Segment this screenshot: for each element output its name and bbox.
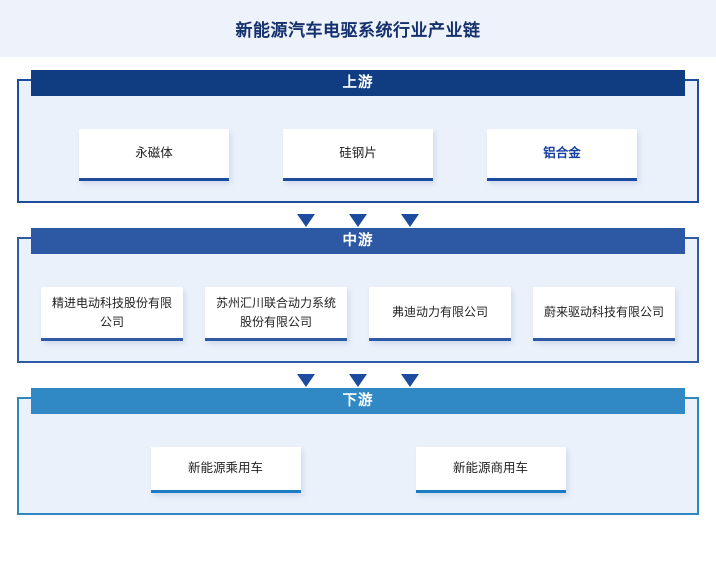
triangle-down-icon bbox=[349, 373, 367, 387]
section-body-downstream: 下游 新能源乘用车 新能源商用车 bbox=[17, 388, 699, 515]
connector-arrows-midstream-to-downstream bbox=[0, 363, 716, 397]
triangle-down-icon bbox=[349, 213, 367, 227]
connector-arrows-upstream-to-midstream bbox=[0, 203, 716, 237]
chain-item-card[interactable]: 弗迪动力有限公司 bbox=[369, 287, 511, 341]
triangle-down-icon bbox=[297, 373, 315, 387]
section-body-midstream: 中游 精进电动科技股份有限公司 苏州汇川联合动力系统股份有限公司 弗迪动力有限公… bbox=[17, 228, 699, 363]
chain-item-card[interactable]: 新能源商用车 bbox=[415, 447, 566, 493]
triangle-down-icon bbox=[297, 213, 315, 227]
section-body-upstream: 上游 永磁体 硅钢片 铝合金 bbox=[17, 70, 699, 203]
chain-item-card[interactable]: 永磁体 bbox=[79, 129, 229, 181]
page-title: 新能源汽车电驱系统行业产业链 bbox=[235, 21, 481, 40]
chain-section-upstream: 上游 永磁体 硅钢片 铝合金 bbox=[17, 70, 699, 203]
section-header-upstream: 上游 bbox=[31, 70, 685, 96]
chain-section-downstream: 下游 新能源乘用车 新能源商用车 bbox=[17, 388, 699, 515]
chain-item-card[interactable]: 精进电动科技股份有限公司 bbox=[41, 287, 183, 341]
card-row-downstream: 新能源乘用车 新能源商用车 bbox=[19, 431, 697, 513]
triangle-down-icon bbox=[401, 213, 419, 227]
chain-item-card[interactable]: 硅钢片 bbox=[283, 129, 433, 181]
chain-item-card[interactable]: 苏州汇川联合动力系统股份有限公司 bbox=[205, 287, 347, 341]
section-header-midstream: 中游 bbox=[31, 228, 685, 254]
card-row-upstream: 永磁体 硅钢片 铝合金 bbox=[19, 113, 697, 201]
chain-item-card[interactable]: 蔚来驱动科技有限公司 bbox=[533, 287, 675, 341]
chain-item-card[interactable]: 新能源乘用车 bbox=[150, 447, 301, 493]
triangle-down-icon bbox=[401, 373, 419, 387]
card-row-midstream: 精进电动科技股份有限公司 苏州汇川联合动力系统股份有限公司 弗迪动力有限公司 蔚… bbox=[19, 271, 697, 361]
section-header-downstream: 下游 bbox=[31, 388, 685, 414]
chain-section-midstream: 中游 精进电动科技股份有限公司 苏州汇川联合动力系统股份有限公司 弗迪动力有限公… bbox=[17, 228, 699, 363]
title-banner: 新能源汽车电驱系统行业产业链 bbox=[0, 0, 716, 57]
chain-item-card[interactable]: 铝合金 bbox=[487, 129, 637, 181]
